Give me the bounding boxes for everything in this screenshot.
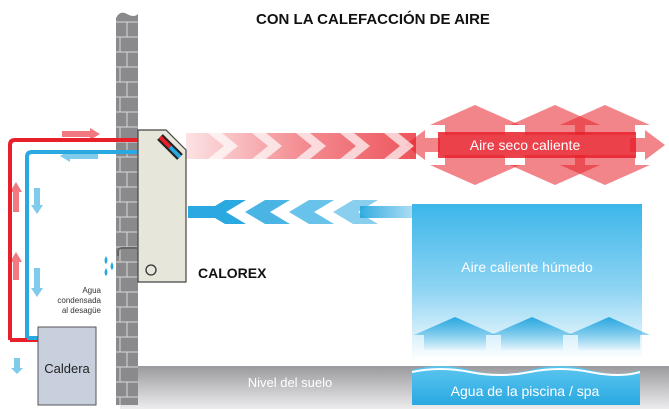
hot-air-stream [186, 133, 416, 159]
condensate-label-1: Agua [82, 286, 101, 295]
chevron-right [340, 133, 370, 159]
diagram-title: CON LA CALEFACCIÓN DE AIRE [256, 10, 490, 28]
boiler-label: Caldera [44, 361, 90, 376]
chevron-right [208, 133, 238, 159]
chevron-right [296, 133, 326, 159]
flow-arrow-up [10, 252, 22, 280]
chevron-left [289, 200, 334, 224]
boiler [37, 326, 97, 406]
rising-arrows [414, 317, 650, 350]
pool-water-label: Agua de la piscina / spa [451, 383, 600, 399]
calorex-unit [117, 129, 187, 283]
chevron-right [252, 133, 282, 159]
flow-arrow-down [31, 268, 43, 297]
chevron-right [384, 133, 414, 159]
brick-wall [116, 12, 138, 406]
flow-arrow-down [11, 358, 23, 374]
return-air-stream [188, 200, 412, 224]
ground-level-label: Nivel del suelo [248, 375, 333, 390]
flow-arrow-left [60, 150, 98, 162]
unit-vent-icon [145, 264, 157, 276]
flow-arrow-down [31, 188, 43, 214]
chevron-left [245, 200, 290, 224]
condensate-label-3: al desagüe [62, 306, 102, 315]
hot-air-cluster [405, 105, 665, 185]
water-drop-icons [104, 256, 114, 276]
up-arrow [491, 317, 573, 350]
up-arrow [568, 317, 650, 350]
pipe-flow-arrows [10, 128, 100, 374]
brand-label: CALOREX [198, 265, 267, 281]
hot-air-label: Aire seco caliente [470, 137, 581, 153]
condensate-label-2: condensada [57, 296, 101, 305]
flow-arrow-up [10, 182, 22, 212]
pool-water [411, 366, 641, 405]
flow-arrow-right [62, 128, 100, 140]
humid-air-label: Aire caliente húmedo [461, 259, 593, 275]
up-arrow [414, 317, 496, 350]
